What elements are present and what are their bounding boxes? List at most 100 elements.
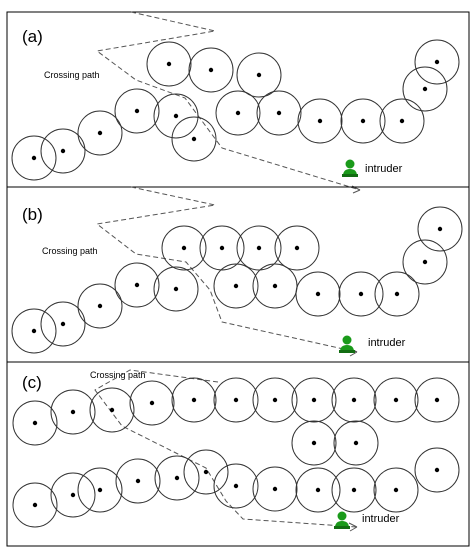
sensor-node-dot (134, 108, 140, 114)
panel-c-crossing-label: Crossing path (90, 370, 146, 380)
panel-c-arrow-head (348, 522, 358, 532)
sensor-node-dot (135, 478, 141, 484)
sensor-range-circle (295, 467, 341, 513)
sensor-node-dot (353, 440, 359, 446)
sensor-range-circle (379, 98, 425, 144)
panel-b-intruder: intruder (339, 335, 406, 353)
sensor-node-dot (32, 420, 38, 426)
panel-b-intruder-label: intruder (368, 337, 406, 349)
sensor-range-circle (114, 262, 160, 308)
sensor-range-circle (11, 308, 57, 354)
sensor-node-dot (276, 110, 282, 116)
sensor-range-circle (183, 449, 229, 495)
sensor-node-dot (256, 72, 262, 78)
sensor-node-dot (360, 118, 366, 124)
sensor-range-circle (77, 283, 123, 329)
sensor-node-dot (434, 467, 440, 473)
sensor-range-circle (171, 116, 217, 162)
sensor-range-circle (333, 420, 379, 466)
sensor-range-circle (402, 66, 448, 112)
sensor-range-circle (295, 271, 341, 317)
sensor-node-dot (394, 291, 400, 297)
sensor-node-dot (422, 86, 428, 92)
sensor-range-circle (291, 420, 337, 466)
sensor-node-dot (294, 245, 300, 251)
panel-a-crossing-path (95, 11, 361, 191)
sensor-node-dot (351, 397, 357, 403)
sensor-node-dot (315, 487, 321, 493)
sensor-range-circle (297, 98, 343, 144)
person-icon (334, 511, 350, 529)
sensor-range-circle (256, 90, 302, 136)
sensor-range-circle (154, 455, 200, 501)
sensor-node-dot (97, 130, 103, 136)
sensor-node-dot (70, 409, 76, 415)
sensor-node-dot (393, 487, 399, 493)
sensor-node-dot (358, 291, 364, 297)
sensor-node-dot (422, 259, 428, 265)
panel-c-intruder: intruder (334, 511, 400, 529)
sensor-range-circle (373, 467, 419, 513)
sensor-node-dot (70, 492, 76, 498)
sensor-range-circle (199, 225, 245, 271)
panel-b-frame (6, 186, 470, 363)
sensor-range-circle (252, 466, 298, 512)
panel-b-crossing-label: Crossing path (42, 246, 98, 256)
sensor-node-dot (149, 400, 155, 406)
sensor-node-dot (31, 328, 37, 334)
sensor-node-dot (181, 245, 187, 251)
sensor-range-circle (331, 467, 377, 513)
sensor-node-dot (315, 291, 321, 297)
sensor-range-circle (213, 463, 259, 509)
sensor-range-circle (236, 52, 282, 98)
sensor-node-dot (233, 283, 239, 289)
panel-c-frame (6, 361, 470, 547)
sensor-node-dot (434, 59, 440, 65)
sensor-node-dot (317, 118, 323, 124)
panel-c: (c) Crossing path intruder (6, 361, 470, 547)
sensor-node-dot (219, 245, 225, 251)
sensor-node-dot (256, 245, 262, 251)
sensor-range-circle (115, 458, 161, 504)
sensor-node-dot (272, 283, 278, 289)
panel-a-crossing-label: Crossing path (44, 70, 100, 80)
sensor-node-dot (173, 286, 179, 292)
sensor-node-dot (235, 110, 241, 116)
sensor-node-dot (208, 67, 214, 73)
sensor-range-circle (12, 400, 58, 446)
sensor-node-dot (134, 282, 140, 288)
sensor-node-dot (233, 397, 239, 403)
sensor-node-dot (174, 475, 180, 481)
panel-c-tag: (c) (22, 373, 42, 392)
panel-a-intruder: intruder (342, 159, 403, 177)
sensor-node-dot (32, 502, 38, 508)
sensor-node-dot (60, 148, 66, 154)
sensor-node-dot (272, 486, 278, 492)
sensor-range-circle (40, 128, 86, 174)
sensor-range-circle (373, 377, 419, 423)
sensor-range-circle (153, 93, 199, 139)
sensor-range-circle (213, 377, 259, 423)
sensor-node-dot (351, 487, 357, 493)
sensor-range-circle (188, 47, 234, 93)
sensor-range-circle (252, 377, 298, 423)
sensor-range-circle (153, 266, 199, 312)
sensor-range-circle (171, 377, 217, 423)
sensor-range-circle (213, 263, 259, 309)
panel-c-intruder-label: intruder (362, 513, 400, 525)
sensor-node-dot (203, 469, 209, 475)
sensor-node-dot (437, 226, 443, 232)
sensor-node-dot (399, 118, 405, 124)
sensor-range-circle (414, 39, 460, 85)
panel-b-sensors (11, 206, 463, 354)
panel-a-intruder-label: intruder (365, 163, 403, 175)
sensor-node-dot (166, 61, 172, 67)
sensor-node-dot (173, 113, 179, 119)
panel-b-tag: (b) (22, 205, 43, 224)
sensor-node-dot (393, 397, 399, 403)
panel-a-sensors (11, 39, 460, 181)
sensor-node-dot (60, 321, 66, 327)
sensor-range-circle (215, 90, 261, 136)
sensor-range-circle (89, 387, 135, 433)
